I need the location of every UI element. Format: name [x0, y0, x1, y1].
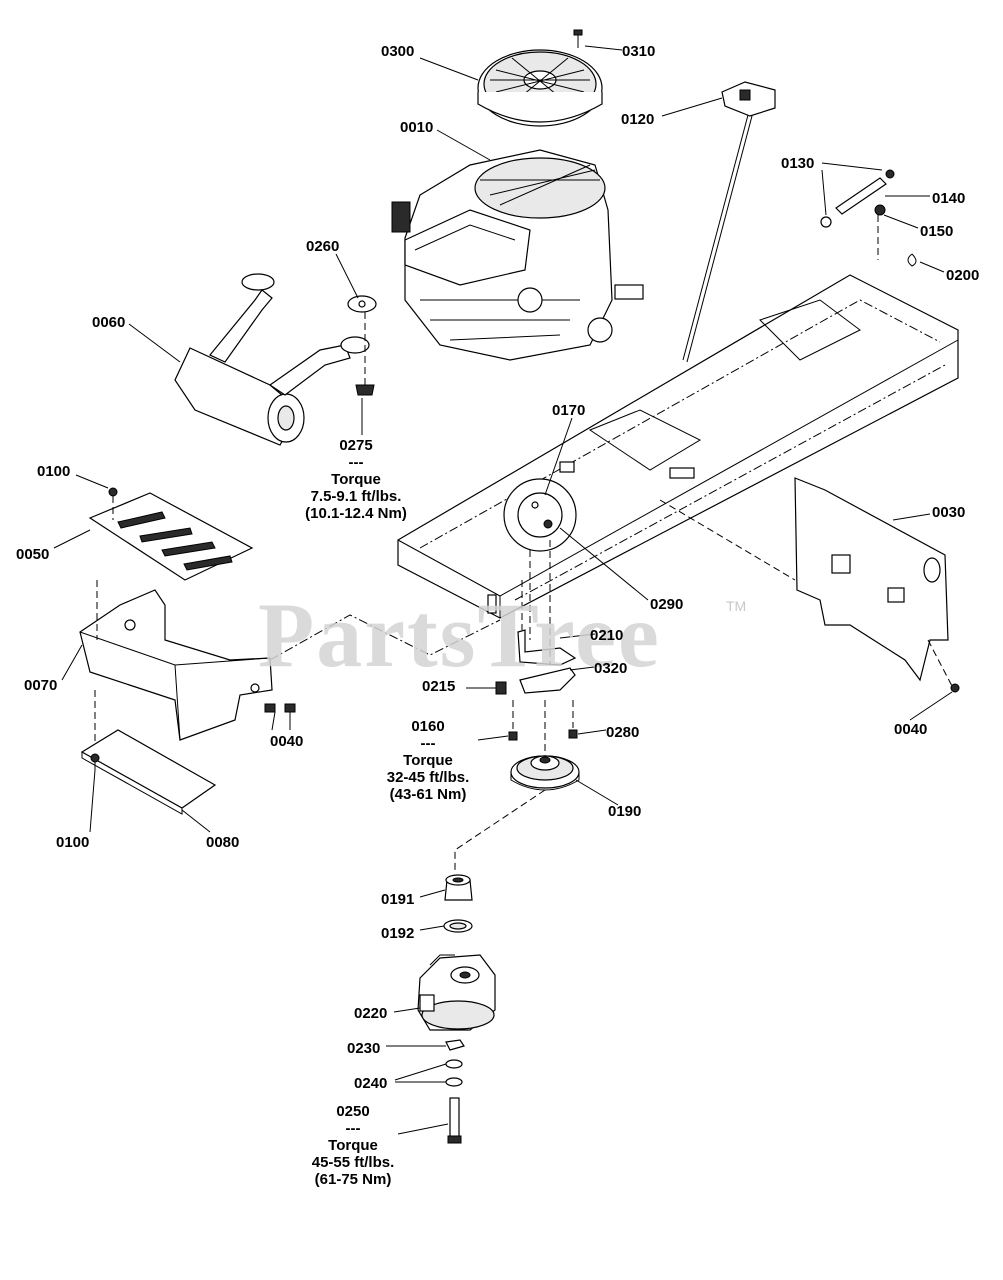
- muffler: [174, 273, 370, 446]
- callout-0192: 0192: [381, 925, 415, 942]
- callout-0070: 0070: [24, 677, 58, 694]
- callout-0160: 0160 --- Torque 32-45 ft/lbs. (43-61 Nm): [387, 718, 470, 803]
- bolt-0310: [573, 29, 583, 48]
- callout-0275-number: 0275: [339, 437, 373, 454]
- callout-0191: 0191: [381, 891, 415, 908]
- pto-clutch-0220: [417, 954, 496, 1031]
- callout-0275-torque-nm: (10.1-12.4 Nm): [305, 505, 407, 522]
- bottom-plate-0080: [80, 690, 217, 815]
- axle-pin-hardware: [820, 169, 917, 267]
- callout-0010: 0010: [400, 119, 434, 136]
- callout-0150: 0150: [920, 223, 954, 240]
- callout-0140: 0140: [932, 190, 966, 207]
- callout-0280: 0280: [606, 724, 640, 741]
- callout-0320: 0320: [594, 660, 628, 677]
- callout-0160-number: 0160: [411, 718, 445, 735]
- frame-chassis: [397, 274, 959, 619]
- callout-0310: 0310: [622, 43, 656, 60]
- callout-0250-torque-label: Torque: [328, 1137, 378, 1154]
- leader-lines: [53, 45, 953, 1135]
- exhaust-gasket-and-nut: [347, 295, 377, 396]
- dipstick-tube: [682, 81, 776, 363]
- callout-0275: 0275 --- Torque 7.5-9.1 ft/lbs. (10.1-12…: [305, 437, 407, 522]
- callout-0160-separator: ---: [420, 735, 436, 752]
- idler-brackets: [495, 540, 577, 695]
- callout-0250-separator: ---: [345, 1120, 361, 1137]
- callout-0210: 0210: [590, 627, 624, 644]
- callout-0275-torque-ftlbs: 7.5-9.1 ft/lbs.: [310, 488, 402, 505]
- partstree-watermark: PartsTree: [258, 584, 661, 686]
- callout-0130: 0130: [781, 155, 815, 172]
- callout-0060: 0060: [92, 314, 126, 331]
- callout-0250-number: 0250: [336, 1103, 370, 1120]
- washer-0230: [445, 1039, 465, 1051]
- callout-0040-left: 0040: [270, 733, 304, 750]
- engine: [391, 149, 644, 361]
- callout-0190: 0190: [608, 803, 642, 820]
- callout-0160-torque-nm: (43-61 Nm): [389, 786, 467, 803]
- callout-0100-top: 0100: [37, 463, 71, 480]
- side-panel-0030: [659, 477, 960, 693]
- callout-0230: 0230: [347, 1040, 381, 1057]
- callout-0200: 0200: [946, 267, 980, 284]
- heat-shield-0050: [88, 487, 254, 581]
- callout-0215: 0215: [422, 678, 456, 695]
- callout-0030: 0030: [932, 504, 966, 521]
- callout-0275-separator: ---: [348, 454, 364, 471]
- callout-0250: 0250 --- Torque 45-55 ft/lbs. (61-75 Nm): [312, 1103, 395, 1188]
- callout-0170: 0170: [552, 402, 586, 419]
- callout-0040-right: 0040: [894, 721, 928, 738]
- pulley-0190: [454, 700, 580, 870]
- callout-0300: 0300: [381, 43, 415, 60]
- trademark-mark: TM: [726, 598, 747, 614]
- callout-0120: 0120: [621, 111, 655, 128]
- callout-0290: 0290: [650, 596, 684, 613]
- air-cleaner-cover: [477, 49, 603, 127]
- callout-0160-torque-ftlbs: 32-45 ft/lbs.: [386, 769, 470, 786]
- callout-0050: 0050: [16, 546, 50, 563]
- callout-0100-bottom: 0100: [56, 834, 90, 851]
- callout-0160-torque-label: Torque: [403, 752, 453, 769]
- callout-0250-torque-ftlbs: 45-55 ft/lbs.: [311, 1154, 395, 1171]
- washers-0240: [445, 1059, 463, 1087]
- mounting-bracket-0070: [79, 580, 296, 741]
- callout-0275-torque-label: Torque: [331, 471, 381, 488]
- callout-0220: 0220: [354, 1005, 388, 1022]
- callout-0250-torque-nm: (61-75 Nm): [314, 1171, 392, 1188]
- bolt-0250: [447, 1097, 462, 1144]
- callout-0080: 0080: [206, 834, 240, 851]
- callout-0240: 0240: [354, 1075, 388, 1092]
- washer-0192: [443, 919, 473, 933]
- callout-0260: 0260: [306, 238, 340, 255]
- spacer-0191: [444, 874, 473, 901]
- bolts-0160-0280: [508, 700, 578, 741]
